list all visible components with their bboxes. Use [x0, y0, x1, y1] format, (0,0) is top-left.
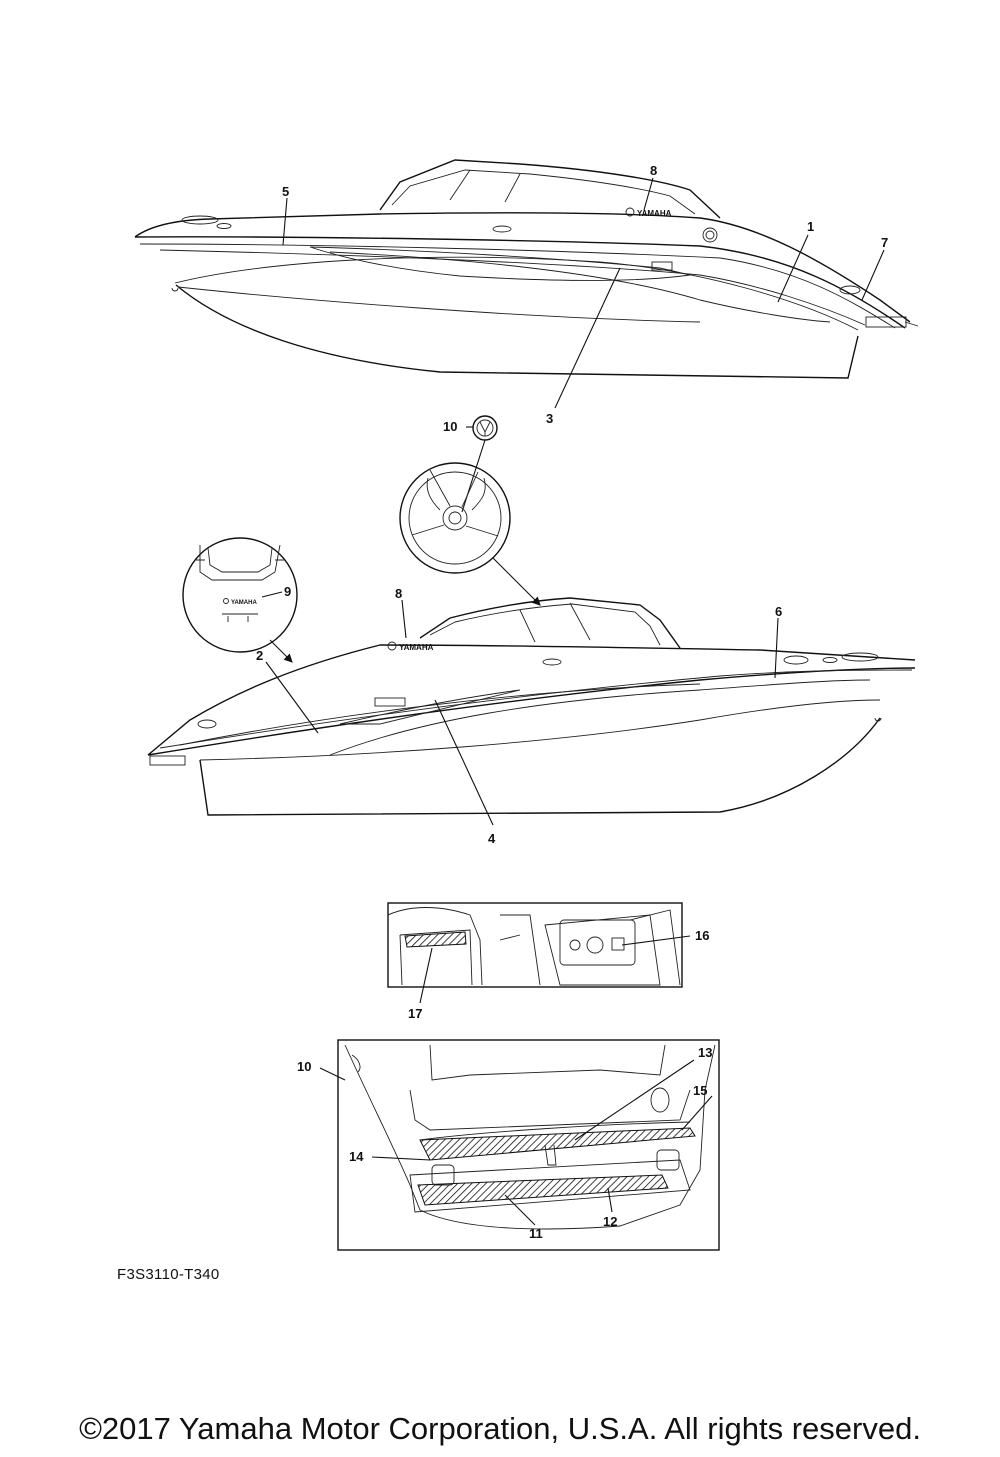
swim-platform-detail-box: 10 13 15 14 11 12 — [297, 1039, 720, 1251]
callout-13: 12 — [603, 1214, 617, 1229]
callouts-top: 5 8 1 7 3 — [282, 163, 888, 426]
dash-detail-box: 16 17 — [387, 902, 709, 1021]
callout-3: 3 — [546, 411, 553, 426]
console-decal-text: YAMAHA — [231, 600, 257, 606]
callout-6: 6 — [775, 604, 782, 619]
callout-10: 10 — [443, 419, 457, 434]
callout-11: 10 — [297, 1059, 311, 1074]
callout-15: 14 — [349, 1149, 364, 1164]
callout-7: 7 — [881, 235, 888, 250]
console-decal-detail: YAMAHA 9 — [182, 537, 298, 663]
callout-17: 16 — [695, 928, 709, 943]
callout-8-top: 8 — [650, 163, 657, 178]
callout-12: 11 — [529, 1226, 543, 1241]
callout-16: 15 — [693, 1083, 707, 1098]
steering-wheel-detail: 10 — [399, 415, 541, 606]
yamaha-decal-text: YAMAHA — [637, 209, 672, 218]
callout-14: 13 — [698, 1045, 712, 1060]
diagram-code: F3S3110-T340 — [117, 1266, 220, 1283]
callout-2: 2 — [256, 648, 263, 663]
callout-8-bottom: 8 — [395, 586, 402, 601]
callout-5: 5 — [282, 184, 289, 199]
callout-4: 4 — [488, 831, 496, 846]
callout-1: 1 — [807, 219, 814, 234]
callout-9: 9 — [284, 584, 291, 599]
boat-port-view: YAMAHA — [147, 597, 916, 816]
callouts-bottom: 8 2 6 4 — [256, 586, 782, 846]
copyright-notice: ©2017 Yamaha Motor Corporation, U.S.A. A… — [79, 1411, 921, 1446]
boat-starboard-view: YAMAHA — [134, 159, 919, 379]
yamaha-decal-text-port: YAMAHA — [399, 643, 434, 652]
callout-18: 17 — [408, 1006, 422, 1021]
